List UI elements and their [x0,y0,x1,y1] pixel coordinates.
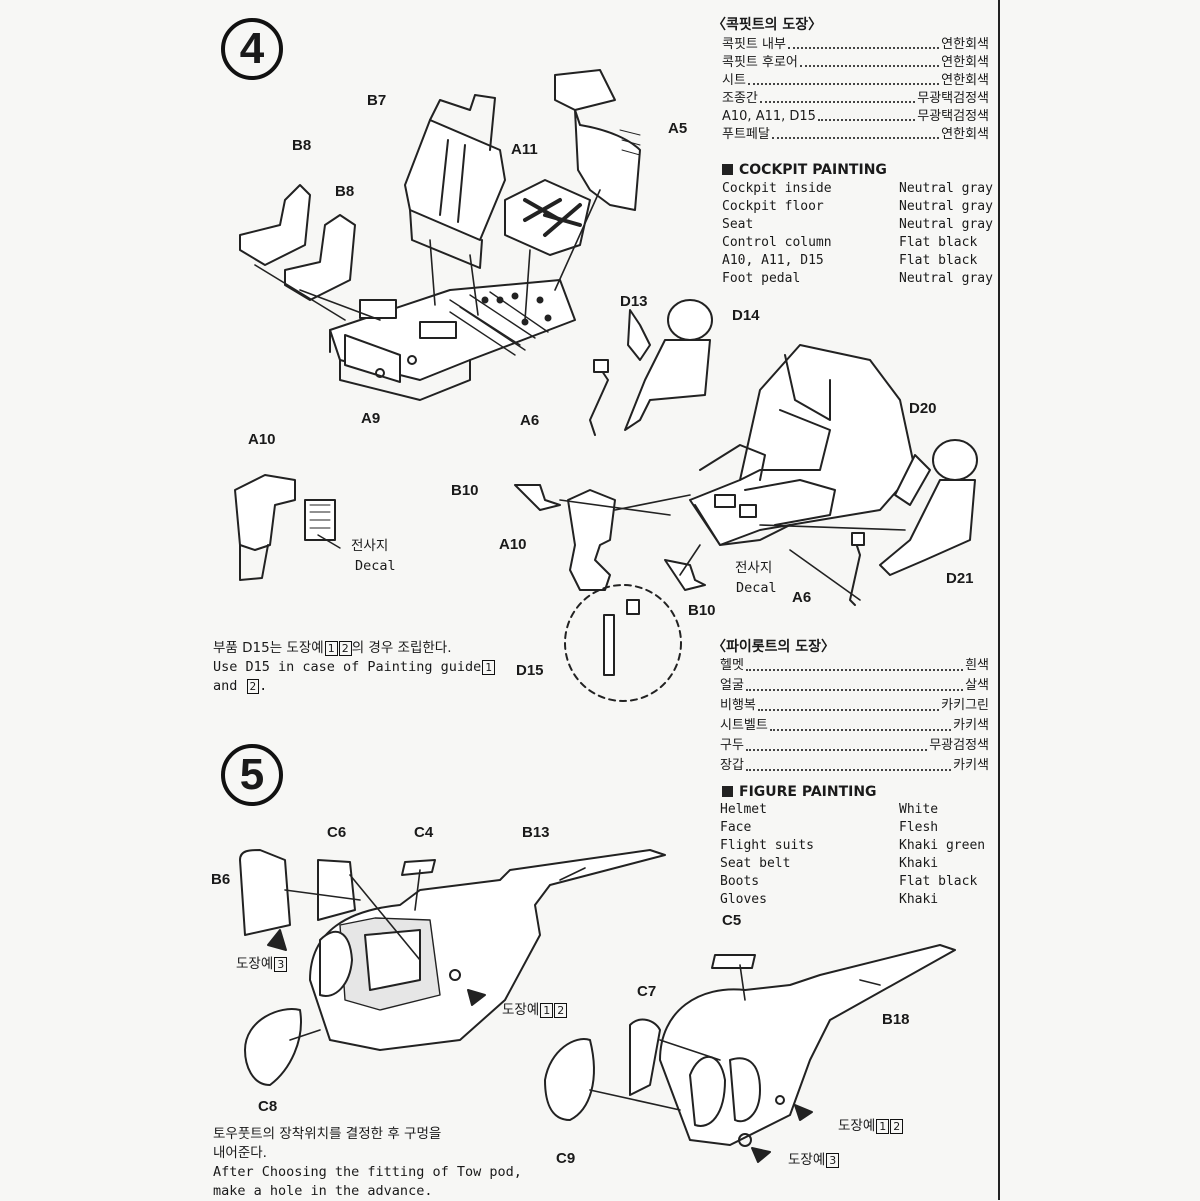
label-a9: A9 [361,410,381,427]
decal-label-en-right: Decal [736,580,777,596]
label-b7: B7 [367,92,387,109]
label-a11: A11 [511,141,538,158]
pilot-figures [624,299,978,576]
label-c9: C9 [556,1150,576,1167]
label-b18: B18 [882,1011,910,1028]
label-c7: C7 [637,983,657,1000]
part-a5 [554,69,641,211]
window-parts-right [544,954,756,1121]
label-b13: B13 [522,824,550,841]
part-a10-center [567,489,616,591]
label-b8-top: B8 [292,137,312,154]
cockpit-assembled [689,344,916,546]
label-d14: D14 [732,307,760,324]
label-b10-left: B10 [451,482,479,499]
label-d21: D21 [946,570,974,587]
part-a11 [504,179,591,256]
d15-detail-circle [564,584,682,702]
label-a5: A5 [668,120,688,137]
seat-back-b7 [404,94,506,269]
step-4-number: 4 [221,18,283,80]
label-d15: D15 [516,662,544,679]
label-c8: C8 [258,1098,278,1115]
step5-guide-lines [284,867,881,1111]
window-parts-left [239,849,436,1086]
tow-note-kr-1: 토우풋트의 장착위치를 결정한 후 구멍을 [213,1126,442,1142]
step-5-number: 5 [221,744,283,806]
decal-label-en-left: Decal [355,558,396,574]
pedals-b10 [514,484,706,591]
label-c6: C6 [327,824,347,841]
part-a10-detail [234,474,341,581]
tow-note-en-2: make a hole in the advance. [213,1183,433,1199]
tow-note-kr-2: 내어준다. [213,1145,267,1161]
fuselage-left [309,849,666,1051]
cockpit-kr-title: 〈콕핏트의 도장〉 [712,17,823,33]
label-d20: D20 [909,400,937,417]
step4-right-guides [559,494,906,601]
label-c4: C4 [414,824,434,841]
figure-en-title: FIGURE PAINTING [722,784,877,800]
label-a10-center: A10 [499,536,527,553]
label-a6-left: A6 [520,412,540,429]
fuselage-right [659,944,956,1147]
pilot-kr-title: 〈파이롯트의 도장〉 [712,639,836,655]
label-b6: B6 [211,871,231,888]
label-a10-left: A10 [248,431,276,448]
label-b8-bottom: B8 [335,183,355,200]
tow-note-en-1: After Choosing the fitting of Tow pod, [213,1164,522,1180]
decal-label-kr-left: 전사지 [351,538,389,554]
label-c5: C5 [722,912,742,929]
control-sticks-a6 [589,359,865,606]
decal-label-kr-right: 전사지 [735,560,773,576]
page-border-right [998,0,1000,1200]
label-b10-right: B10 [688,602,716,619]
assembly-guide-lines [254,189,601,321]
cockpit-en-title: COCKPIT PAINTING [722,162,887,178]
d15-note-en-2: and 2. [213,678,268,694]
label-d13: D13 [620,293,648,310]
seats-b8 [239,184,356,301]
label-a6-right: A6 [792,589,812,606]
cockpit-floor-assembly [329,279,576,401]
callout-arrows [267,929,813,1163]
